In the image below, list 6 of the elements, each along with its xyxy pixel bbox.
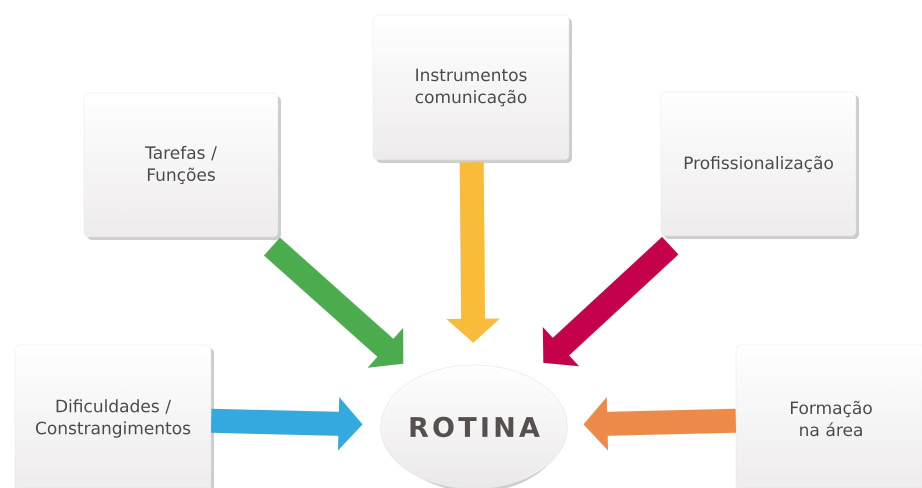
block-arrow [542,236,678,366]
topic-box: Instrumentos comunicação [372,14,572,163]
topic-box: Tarefas / Funções [84,92,281,240]
topic-box: Formação na área [736,344,922,488]
topic-box: Profissionalização [660,92,859,239]
topic-box: Dificuldades / Constrangimentos [14,344,214,488]
